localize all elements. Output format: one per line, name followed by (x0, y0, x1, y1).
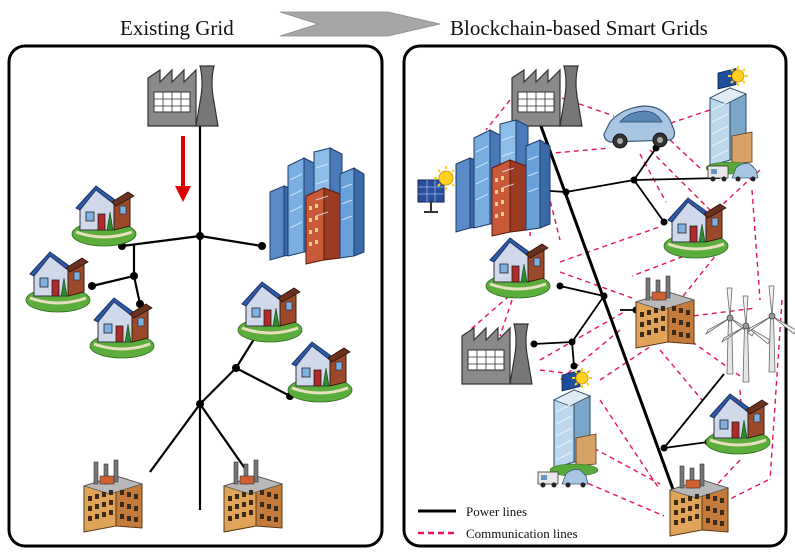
legend-power-label: Power lines (466, 504, 527, 519)
city-icon (455, 119, 551, 237)
solar-panel-icon (417, 165, 459, 213)
existing-grid-junctions (88, 232, 294, 408)
house-icon (704, 392, 772, 456)
house-icon (24, 250, 92, 314)
smart-building-icon (705, 65, 755, 175)
house-icon (286, 340, 354, 404)
right-panel-title: Blockchain-based Smart Grids (450, 16, 708, 40)
house-icon (70, 184, 138, 248)
legend: Power lines Communication lines (418, 504, 578, 541)
left-panel-title: Existing Grid (120, 16, 234, 40)
house-icon (662, 196, 730, 260)
communication-lines (469, 97, 783, 517)
existing-grid-power-lines (91, 118, 291, 510)
apartment-factory-icon (223, 459, 283, 533)
factory-icon (461, 323, 533, 385)
existing-grid-panel (7, 44, 384, 548)
factory-icon (511, 65, 583, 127)
smart-building-icon (549, 367, 599, 477)
transition-arrow-icon (279, 11, 441, 37)
apartment-factory-icon (83, 459, 143, 533)
house-icon (88, 296, 156, 360)
electric-car-icon (603, 105, 676, 149)
wind-turbine-icon (747, 285, 795, 373)
city-icon (269, 147, 365, 265)
factory-icon (147, 65, 219, 127)
legend-comm-label: Communication lines (466, 526, 578, 541)
house-icon (484, 236, 552, 300)
smart-grid-panel (402, 44, 788, 548)
apartment-factory-icon (669, 463, 729, 537)
house-icon (236, 280, 304, 344)
apartment-factory-icon (635, 275, 695, 349)
